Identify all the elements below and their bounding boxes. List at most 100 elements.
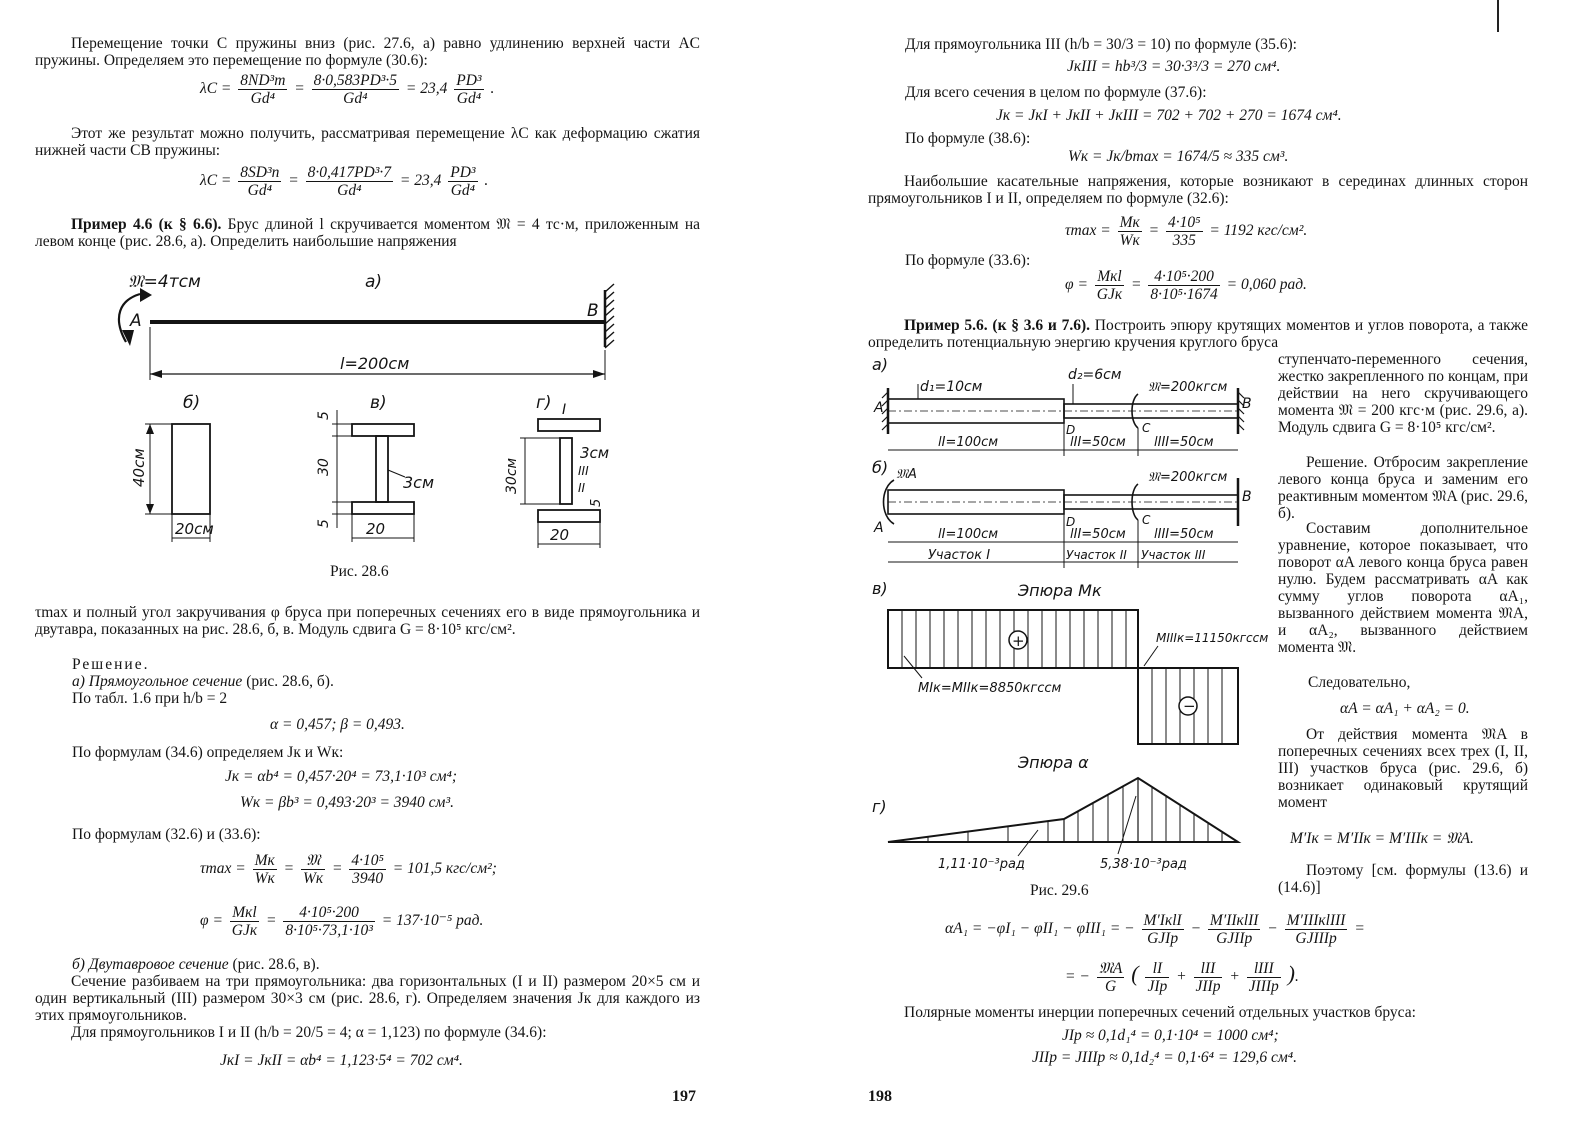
ibeam-web bbox=[375, 435, 389, 503]
part-ii-label: II bbox=[578, 481, 586, 495]
subsection-a: а) Прямоугольное сечение (рис. 28.6, б). bbox=[72, 673, 334, 690]
part-iii-label: III bbox=[578, 464, 589, 478]
fig-b-label: б) bbox=[183, 393, 200, 413]
m3-value-label: MIIIк=11150кгссм bbox=[1156, 631, 1268, 645]
point-c-b: C bbox=[1142, 513, 1151, 527]
equation-jk-i-ii: JкI = JкII = αb⁴ = 1,123·5⁴ = 702 см⁴. bbox=[220, 1052, 463, 1069]
equation-wk: Wк = βb³ = 0,493·20³ = 3940 см³. bbox=[240, 794, 454, 811]
point-c-a: C bbox=[1142, 421, 1151, 435]
figure-29-6: а) A B d₁=10см d₂=6см 𝔐=200кгсм D C lI=1… bbox=[872, 356, 1268, 872]
alpha-diagram-title: Эпюра α bbox=[1017, 753, 1089, 772]
figure-28-6: 𝔐=4тсм а) A B l=200см б) 40см 20см в) bbox=[117, 272, 615, 548]
fig29-a-label: а) bbox=[872, 356, 888, 374]
segment-1-label: Участок I bbox=[928, 548, 990, 563]
part-iii-height: 30см bbox=[504, 457, 520, 494]
example-5-title: Пример 5.6. (к § 3.6 и 7.6). bbox=[904, 317, 1091, 334]
figure-28-6-caption: Рис. 28.6 bbox=[330, 563, 389, 580]
fig29-b-point-b: B bbox=[1242, 489, 1252, 505]
side-paragraph-8: Поэтому [см. формулы (13.6) и (14.6)] bbox=[1278, 862, 1528, 896]
alpha2-label: 5,38·10⁻³рад bbox=[1100, 857, 1187, 872]
binding-mark bbox=[1497, 0, 1499, 32]
d1-label: d₁=10см bbox=[920, 379, 983, 395]
ibeam-top-thickness: 5 bbox=[316, 411, 332, 420]
l2-label-a: lII=50см bbox=[1070, 435, 1126, 450]
right-page: Для прямоугольника III (h/b = 30/3 = 10)… bbox=[800, 0, 1586, 1148]
m1-value-label: MIк=MIIк=8850кгссм bbox=[918, 681, 1061, 696]
ibeam-flange-width: 20 bbox=[366, 520, 385, 538]
paragraph-formula-33: По формуле (33.6): bbox=[905, 252, 1031, 269]
point-b-label: B bbox=[587, 301, 599, 321]
equation-jp2: JIIp = JIIIp ≈ 0,1d₂⁴ = 0,1·6⁴ = 129,6 с… bbox=[1032, 1049, 1298, 1066]
example-title: Пример 4.6 (к § 6.6). bbox=[71, 216, 222, 233]
part-i-label: I bbox=[562, 402, 566, 418]
fig-a-label: а) bbox=[365, 272, 382, 292]
fig-g-label: г) bbox=[536, 393, 552, 413]
example-5-6: Пример 5.6. (к § 3.6 и 7.6). Построить э… bbox=[868, 317, 1528, 351]
alpha1-label: 1,11·10⁻³рад bbox=[938, 857, 1025, 872]
side-paragraph-1: ступенчато-переменного сечения, жестко з… bbox=[1278, 351, 1528, 436]
paragraph-tau-max: τmax и полный угол закручивания φ бруса … bbox=[35, 604, 700, 638]
ibeam-web-width: 3см bbox=[403, 473, 434, 492]
minus-sign: − bbox=[1183, 697, 1196, 715]
moment-label: 𝔐=4тсм bbox=[128, 272, 201, 292]
example-text: Брус длиной l скручивается моментом 𝔐 = … bbox=[35, 216, 701, 250]
equation-jk-iii: JкIII = hb³/3 = 30·3³/3 = 270 см⁴. bbox=[1067, 58, 1281, 75]
d2-label: d₂=6см bbox=[1068, 367, 1122, 383]
solution-label: Решение. bbox=[72, 656, 150, 673]
fig29-a-point-a: A bbox=[873, 400, 884, 416]
ibeam-bottom-flange bbox=[351, 501, 415, 515]
equation-jp1: JIp ≈ 0,1d₁⁴ = 0,1·10⁴ = 1000 см⁴; bbox=[1062, 1027, 1279, 1044]
minus-sign-icon bbox=[1178, 696, 1198, 716]
point-d-b: D bbox=[1066, 515, 1075, 529]
fig29-b-point-a: A bbox=[873, 520, 884, 536]
example-5-text: Построить эпюру крутящих моментов и угло… bbox=[868, 317, 1528, 351]
mk-diagram-title: Эпюра Mк bbox=[1017, 581, 1102, 600]
point-d-a: D bbox=[1066, 423, 1075, 437]
example-4-6: Пример 4.6 (к § 6.6). Брус длиной l скру… bbox=[35, 216, 700, 250]
figure-29-6-caption: Рис. 29.6 bbox=[1030, 882, 1089, 899]
paragraph-rect-iii: Для прямоугольника III (h/b = 30/3 = 10)… bbox=[905, 36, 1297, 53]
equation-alpha-a-sum: αA = αA₁ + αA₂ = 0. bbox=[1340, 700, 1470, 717]
paragraph-whole-section: Для всего сечения в целом по формуле (37… bbox=[905, 84, 1207, 101]
part-iii-rect bbox=[559, 437, 573, 505]
applied-moment-b: 𝔐=200кгсм bbox=[1148, 470, 1227, 485]
rect-section bbox=[171, 423, 211, 515]
paragraph-polar-moments: Полярные моменты инерции поперечных сече… bbox=[904, 1004, 1416, 1021]
table-reference: По табл. 1.6 при h/b = 2 bbox=[72, 690, 228, 707]
fig29-a-point-b: B bbox=[1242, 396, 1252, 412]
fig-v-label: в) bbox=[370, 393, 387, 413]
page-number-left: 197 bbox=[672, 1088, 696, 1105]
l3-label-a: lIII=50см bbox=[1154, 435, 1214, 450]
alpha-beta-values: α = 0,457; β = 0,493. bbox=[270, 716, 405, 733]
applied-moment-arrow-a bbox=[1131, 393, 1139, 429]
paragraph-rect-i-ii: Для прямоугольников I и II (h/b = 20/5 =… bbox=[71, 1024, 547, 1041]
left-page: Перемещение точки C пружины вниз (рис. 2… bbox=[0, 0, 760, 1148]
part-iii-width: 3см bbox=[580, 444, 609, 462]
rect-height-label: 40см bbox=[130, 448, 148, 487]
paragraph-decomposition: Сечение разбиваем на три прямоугольника:… bbox=[35, 973, 700, 1024]
side-paragraph-3: Составим дополнительное уравнение, котор… bbox=[1278, 520, 1528, 656]
plus-sign: + bbox=[1012, 632, 1025, 650]
length-label: l=200см bbox=[340, 354, 409, 373]
page-number-right: 198 bbox=[868, 1088, 892, 1105]
mk-negative-area bbox=[1137, 667, 1239, 745]
side-paragraph-2: Решение. Отбросим закрепление левого кон… bbox=[1278, 454, 1528, 522]
point-a-label: A bbox=[129, 311, 142, 331]
l3-label-b: lIII=50см bbox=[1154, 527, 1214, 542]
side-paragraph-6: От действия момента 𝔐A в поперечных сече… bbox=[1278, 726, 1528, 811]
paragraph-max-stress: Наибольшие касательные напряжения, котор… bbox=[868, 173, 1528, 207]
reaction-moment-arrow bbox=[882, 479, 895, 525]
segment-3-label: Участок III bbox=[1141, 548, 1206, 562]
ibeam-web-height: 30 bbox=[316, 458, 332, 476]
mk-positive-area bbox=[887, 609, 1139, 669]
moment-arrow bbox=[117, 292, 141, 343]
equation-jk-total: Jк = JкI + JкII + JкIII = 702 + 702 + 27… bbox=[996, 107, 1342, 124]
fig29-v-label: в) bbox=[872, 579, 888, 598]
